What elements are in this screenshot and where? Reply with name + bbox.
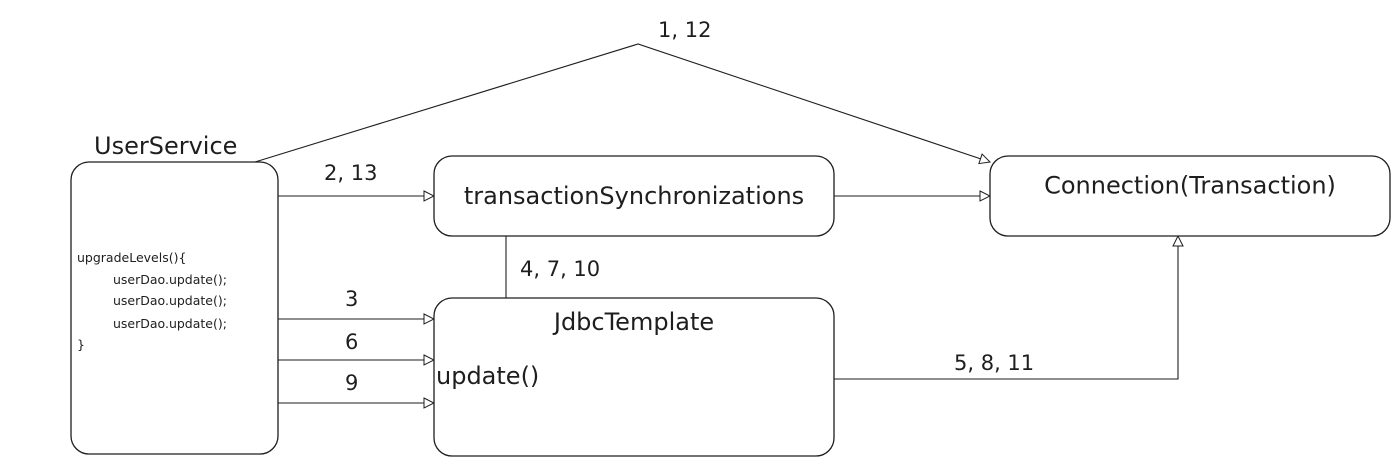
edge-label-1-12: 1, 12 xyxy=(658,18,711,42)
edge-label-4-7-10: 4, 7, 10 xyxy=(520,257,600,281)
node-user-service: UserService upgradeLevels(){ userDao.upd… xyxy=(70,132,279,455)
node-transaction-synchronizations: transactionSynchronizations xyxy=(433,155,835,237)
user-service-code-line-0: upgradeLevels(){ xyxy=(77,250,186,265)
edge-call-3: 9 xyxy=(278,371,434,403)
jdbc-template-title: JdbcTemplate xyxy=(552,308,714,336)
edge-label-9: 9 xyxy=(345,371,358,395)
edge-call-2: 6 xyxy=(278,330,434,360)
node-connection: Connection(Transaction) xyxy=(989,155,1391,237)
jdbc-template-method: update() xyxy=(436,362,539,390)
connection-title: Connection(Transaction) xyxy=(1044,171,1336,199)
edge-call-1: 3 xyxy=(278,287,434,319)
user-service-title: UserService xyxy=(94,132,237,160)
user-service-code-line-2: userDao.update(); xyxy=(113,293,227,308)
edge-service-to-connection: 1, 12 xyxy=(254,18,990,162)
user-service-code-line-3: userDao.update(); xyxy=(113,316,227,331)
edge-label-6: 6 xyxy=(345,330,358,354)
edge-label-5-8-11: 5, 8, 11 xyxy=(954,351,1034,375)
edge-jdbc-to-connection: 5, 8, 11 xyxy=(834,236,1178,380)
edge-label-2-13: 2, 13 xyxy=(324,161,377,185)
node-jdbc-template: JdbcTemplate update() xyxy=(433,297,835,457)
edge-service-to-sync: 2, 13 xyxy=(278,161,434,196)
transaction-synchronizations-title: transactionSynchronizations xyxy=(464,182,804,210)
edge-jdbc-to-sync: 4, 7, 10 xyxy=(506,210,600,298)
edge-label-3: 3 xyxy=(345,287,358,311)
user-service-code-line-1: userDao.update(); xyxy=(113,272,227,287)
user-service-code-line-4: } xyxy=(77,337,85,352)
